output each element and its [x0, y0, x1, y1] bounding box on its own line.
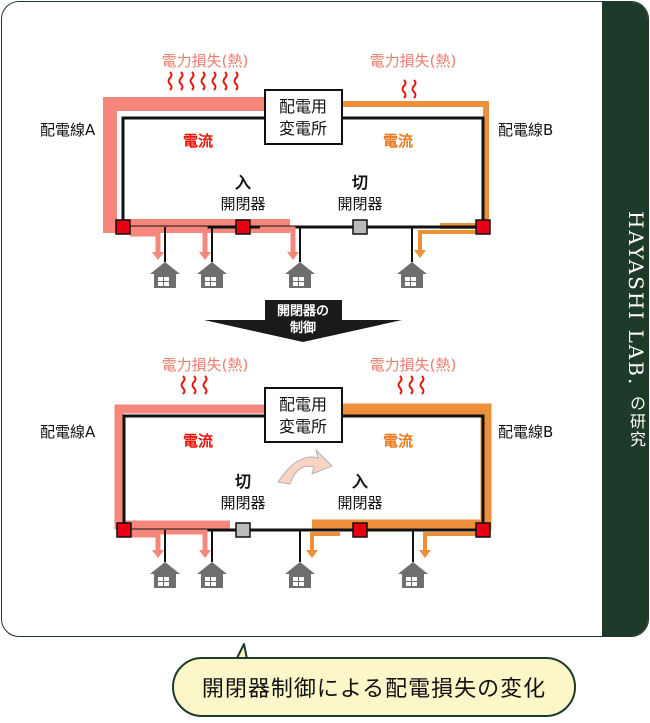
substation-box — [264, 89, 343, 145]
loss-label-left: 電力損失(熱) — [162, 356, 249, 374]
switch-icon — [352, 522, 368, 538]
current-band-right — [312, 403, 492, 531]
switch2-state: 切 — [352, 173, 368, 192]
switch-icon — [235, 219, 251, 235]
switch2-state: 入 — [352, 472, 368, 491]
line-a-label: 配電線A — [40, 423, 96, 441]
transition-label-2: 制御 — [290, 320, 316, 336]
substation-label-2: 変電所 — [279, 417, 327, 436]
switch1-state: 入 — [235, 173, 251, 192]
load-drops-right — [411, 227, 475, 262]
switch-icon — [352, 219, 368, 235]
top-panel: 配電用 変電所 電力損失(熱) 電力損失(熱) 配電線A 配電線B 電流 電流 … — [40, 52, 553, 288]
switch1-label: 開閉器 — [220, 195, 265, 213]
switch2-label: 開閉器 — [337, 494, 382, 512]
bottom-panel: 配電用 変電所 電力損失(熱) 電力損失(熱) 配電線A 配電線B 電流 電流 … — [40, 356, 553, 588]
loss-label-right: 電力損失(熱) — [370, 52, 457, 70]
current-label-left: 電流 — [183, 132, 213, 150]
switch2-label: 開閉器 — [337, 195, 382, 213]
lab-suffix: の研究 — [627, 394, 646, 449]
switch1-state: 切 — [235, 472, 251, 491]
transition-label-1: 開閉器の — [277, 304, 329, 319]
house-icon — [285, 562, 315, 588]
substation-label-2: 変電所 — [279, 119, 327, 138]
house-icon — [197, 562, 227, 588]
load-drops-left — [128, 226, 301, 262]
line-b-label: 配電線B — [498, 423, 553, 441]
feeder-line — [121, 116, 485, 229]
loss-label-right: 電力損失(熱) — [370, 356, 457, 374]
heat-wave-icon — [180, 375, 208, 395]
current-label-left: 電流 — [183, 432, 213, 450]
down-arrow-icon — [204, 300, 402, 342]
house-icon — [197, 262, 227, 288]
house-icon — [398, 562, 428, 588]
heat-wave-icon — [397, 375, 425, 395]
load-drops-left — [128, 529, 213, 562]
current-label-right: 電流 — [383, 132, 413, 150]
switch-icon — [475, 522, 491, 538]
house-icon — [285, 262, 315, 288]
loss-label-left: 電力損失(熱) — [162, 52, 249, 70]
current-label-right: 電流 — [383, 432, 413, 450]
heat-wave-icon — [401, 79, 417, 99]
current-band-left — [114, 404, 265, 530]
switch-icon — [235, 522, 251, 538]
switch-icon — [116, 522, 132, 538]
substation-box — [264, 387, 343, 443]
sidebar-band — [602, 2, 648, 636]
substation-label-1: 配電用 — [279, 97, 327, 116]
switch-icon — [475, 219, 491, 235]
switch-icon — [115, 219, 131, 235]
house-icon — [397, 262, 427, 288]
sidebar-title: HAYASHI LAB. の研究 — [602, 2, 648, 636]
substation-label-1: 配電用 — [279, 395, 327, 414]
caption-bubble: 開閉器制御による配電損失の変化 — [172, 657, 576, 717]
load-drops-right — [299, 530, 478, 562]
heat-wave-icon — [167, 71, 239, 91]
transition-arrow: 開閉器の 制御 — [204, 300, 402, 342]
line-a-label: 配電線A — [40, 121, 96, 139]
house-icon — [150, 262, 180, 288]
lab-name: HAYASHI LAB. — [624, 211, 648, 387]
curved-arrow-icon — [277, 448, 333, 485]
feeder-line — [122, 414, 485, 532]
house-icon — [150, 562, 180, 588]
line-b-label: 配電線B — [498, 121, 553, 139]
switch1-label: 開閉器 — [220, 494, 265, 512]
